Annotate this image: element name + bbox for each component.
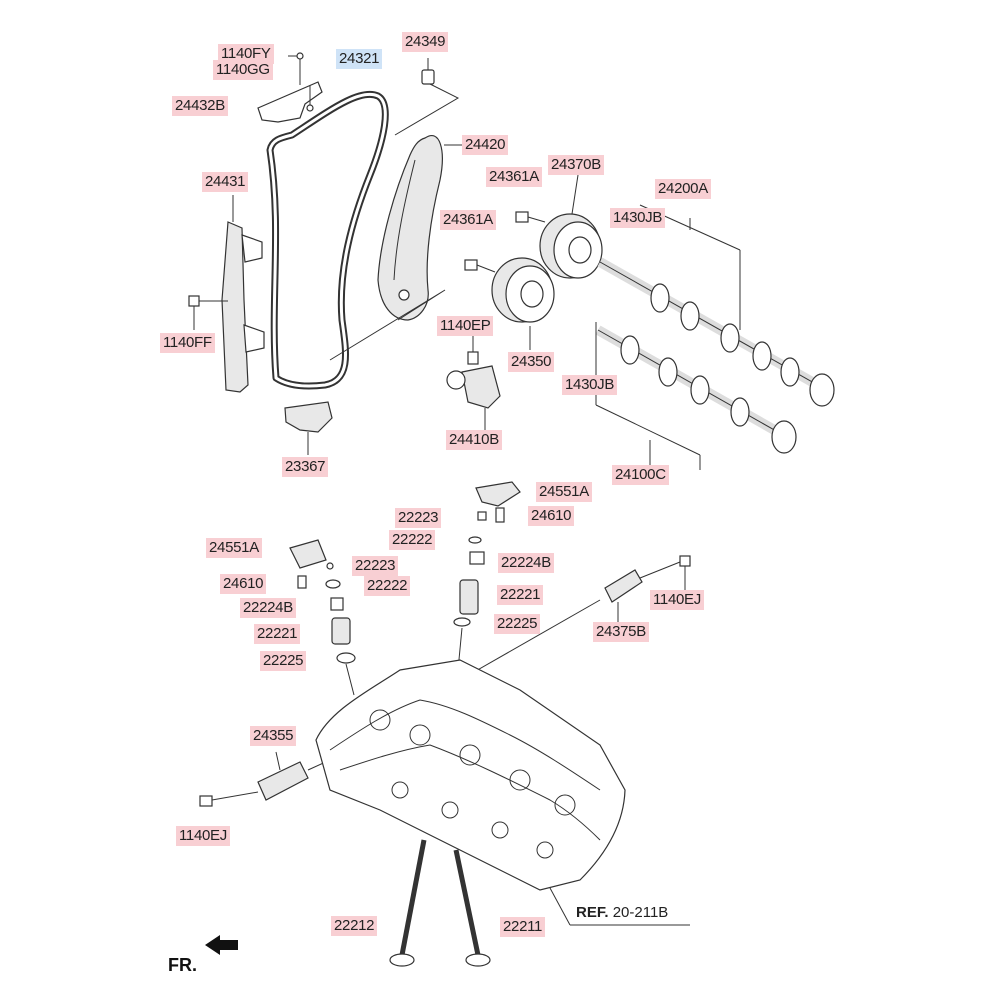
- valvetrain-drawing: [289, 481, 521, 696]
- sprocket-24370B-drawing: [515, 174, 603, 279]
- part-label-24610[interactable]: 24610: [220, 574, 267, 594]
- bracket-23367-drawing: [284, 401, 333, 455]
- front-direction-label: FR.: [168, 955, 197, 975]
- part-label-24551a[interactable]: 24551A: [206, 538, 262, 558]
- part-label-1140ej[interactable]: 1140EJ: [650, 590, 704, 610]
- part-label-24355[interactable]: 24355: [250, 726, 297, 746]
- part-label-24432b[interactable]: 24432B: [172, 96, 228, 116]
- part-label-1140gg[interactable]: 1140GG: [213, 60, 273, 80]
- upper-guide-drawing: [257, 52, 323, 123]
- part-label-22224b[interactable]: 22224B: [240, 598, 296, 618]
- part-label-22225[interactable]: 22225: [260, 651, 307, 671]
- part-label-1430jb[interactable]: 1430JB: [562, 375, 618, 395]
- part-label-1140ej[interactable]: 1140EJ: [176, 826, 230, 846]
- part-label-22211[interactable]: 22211: [500, 917, 546, 937]
- part-label-1430jb[interactable]: 1430JB: [610, 208, 666, 228]
- intake-camshaft-drawing: [597, 204, 835, 407]
- part-label-22225[interactable]: 22225: [494, 614, 541, 634]
- part-label-24100c[interactable]: 24100C: [612, 465, 669, 485]
- part-label-1140fy[interactable]: 1140FY: [218, 44, 274, 64]
- bolt-24349-drawing: [394, 58, 460, 136]
- front-arrow-icon: [205, 935, 238, 955]
- part-label-24370b[interactable]: 24370B: [548, 155, 604, 175]
- reference-note[interactable]: REF. 20-211B: [576, 904, 668, 921]
- part-label-22223[interactable]: 22223: [352, 556, 399, 576]
- reference-code: 20-211B: [612, 904, 669, 921]
- part-label-22222[interactable]: 22222: [364, 576, 411, 596]
- part-label-24610[interactable]: 24610: [528, 506, 575, 526]
- fixed-guide-drawing: [188, 195, 265, 393]
- part-label-22221[interactable]: 22221: [254, 624, 301, 644]
- cylinder-head-drawing: [315, 659, 690, 926]
- part-label-24361a[interactable]: 24361A: [440, 210, 496, 230]
- part-label-24410b[interactable]: 24410B: [446, 430, 502, 450]
- exhaust-camshaft-drawing: [595, 322, 797, 470]
- reference-prefix: REF.: [576, 904, 609, 921]
- ocv-24375B-drawing: [459, 555, 691, 681]
- part-label-22224b[interactable]: 22224B: [498, 553, 554, 573]
- part-label-24375b[interactable]: 24375B: [593, 622, 649, 642]
- tensioner-arm-drawing: [329, 135, 462, 361]
- part-label-22222[interactable]: 22222: [389, 530, 436, 550]
- part-label-24420[interactable]: 24420: [462, 135, 509, 155]
- sprocket-24350-drawing: [464, 257, 555, 350]
- tensioner-24410B-drawing: [446, 330, 501, 430]
- part-label-22221[interactable]: 22221: [497, 585, 544, 605]
- part-label-22212[interactable]: 22212: [331, 916, 378, 936]
- part-label-1140ff[interactable]: 1140FF: [160, 333, 215, 353]
- part-label-24361a[interactable]: 24361A: [486, 167, 542, 187]
- timing-chain-drawing: [266, 90, 389, 390]
- part-label-24431[interactable]: 24431: [202, 172, 249, 192]
- part-label-22223[interactable]: 22223: [395, 508, 442, 528]
- part-label-24321[interactable]: 24321: [336, 49, 383, 69]
- ocv-24355-drawing: [199, 751, 331, 807]
- part-label-24350[interactable]: 24350: [508, 352, 555, 372]
- valves-drawing: [389, 839, 491, 967]
- part-label-24349[interactable]: 24349: [402, 32, 449, 52]
- part-label-24551a[interactable]: 24551A: [536, 482, 592, 502]
- part-label-1140ep[interactable]: 1140EP: [437, 316, 494, 336]
- part-label-23367[interactable]: 23367: [282, 457, 329, 477]
- part-label-24200a[interactable]: 24200A: [655, 179, 711, 199]
